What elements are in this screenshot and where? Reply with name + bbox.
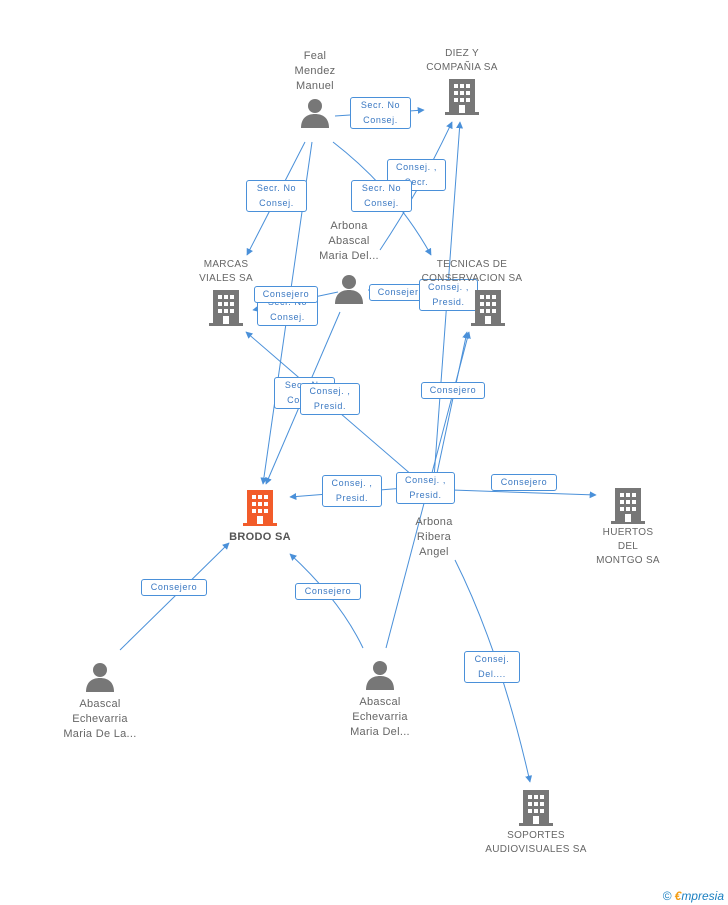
company-node-huertos[interactable]: HUERTOS DEL MONTGO SA xyxy=(580,488,676,568)
person-label: Abascal xyxy=(359,696,401,708)
person-label: Abascal xyxy=(328,235,370,247)
person-node-feal[interactable]: Feal Mendez Manuel xyxy=(272,49,358,128)
company-label: DEL xyxy=(617,541,639,552)
edge-ad-brodo xyxy=(289,553,364,649)
person-node-abascal-la[interactable]: Abascal Echevarria Maria De La... xyxy=(50,662,150,742)
company-label: MONTGO SA xyxy=(596,555,660,566)
person-label: Maria Del... xyxy=(319,250,379,262)
person-label: Feal xyxy=(303,50,327,62)
edge-label-ar-huertos[interactable]: Consejero xyxy=(491,474,557,491)
building-icon xyxy=(445,79,479,115)
company-label: COMPAÑIA SA xyxy=(426,62,498,73)
company-label: HUERTOS xyxy=(602,527,654,538)
person-icon xyxy=(86,663,114,692)
person-label: Mendez xyxy=(294,65,336,77)
edge-label-ad-tecnicas[interactable]: Consejero xyxy=(421,382,485,399)
person-label: Arbona xyxy=(330,220,368,232)
person-node-arbona-abascal[interactable]: Arbona Abascal Maria Del... xyxy=(304,219,394,304)
company-label: TECNICAS DE xyxy=(436,259,508,270)
edge-label-ar-brodo-2[interactable]: Consej. ,Presid. xyxy=(396,472,455,504)
person-label: Echevarria xyxy=(72,713,128,725)
company-node-brodo[interactable]: BRODO SA xyxy=(212,490,308,545)
edge-label-ar-marcas[interactable]: Consej. ,Presid. xyxy=(300,383,360,415)
person-label: Ribera xyxy=(416,531,452,543)
person-label: Angel xyxy=(419,546,449,558)
building-icon xyxy=(519,790,553,826)
building-icon xyxy=(611,488,645,524)
person-node-arbona-ribera[interactable]: Arbona Ribera Angel xyxy=(396,478,472,560)
edge-label-ad-brodo[interactable]: Consejero xyxy=(295,583,361,600)
person-node-abascal-del[interactable]: Abascal Echevarria Maria Del... xyxy=(330,660,430,740)
company-label: VIALES SA xyxy=(199,273,253,284)
building-icon xyxy=(243,490,277,526)
company-label: DIEZ Y xyxy=(445,48,479,59)
building-icon xyxy=(471,290,505,326)
brand-name: mpresia xyxy=(681,889,724,903)
company-label: SOPORTES xyxy=(507,830,565,841)
company-node-soportes[interactable]: SOPORTES AUDIOVISUALES SA xyxy=(470,790,602,857)
person-label: Manuel xyxy=(296,80,334,92)
person-icon xyxy=(366,661,394,690)
brand-logo: ©€mpresia xyxy=(663,889,724,903)
person-label: Arbona xyxy=(415,516,453,528)
edge-label-ar-soportes[interactable]: Consej.Del.... xyxy=(464,651,520,683)
person-icon xyxy=(301,99,329,128)
company-node-diez[interactable]: DIEZ Y COMPAÑIA SA xyxy=(412,47,512,115)
edge-label-aa-marcas[interactable]: Consejero xyxy=(254,286,318,303)
company-node-marcas[interactable]: MARCAS VIALES SA xyxy=(176,258,276,326)
company-label-main: BRODO SA xyxy=(229,531,291,543)
edge-label-ar-tecnicas[interactable]: Consej. ,Presid. xyxy=(419,279,478,311)
edge-ar-huertos xyxy=(451,489,597,499)
person-label: Maria Del... xyxy=(350,726,410,738)
company-label: CONSERVACION SA xyxy=(421,273,523,284)
company-label: AUDIOVISUALES SA xyxy=(485,844,587,855)
edge-label-ar-brodo[interactable]: Consej. ,Presid. xyxy=(322,475,382,507)
edge-label-al-brodo[interactable]: Consejero xyxy=(141,579,207,596)
building-icon xyxy=(209,290,243,326)
company-label: MARCAS xyxy=(203,259,249,270)
copyright-icon: © xyxy=(662,889,672,903)
company-node-tecnicas[interactable]: TECNICAS DE CONSERVACION SA xyxy=(414,258,530,326)
person-label: Maria De La... xyxy=(63,728,137,740)
person-icon xyxy=(335,275,363,304)
brand-e: € xyxy=(674,889,682,903)
person-label: Echevarria xyxy=(352,711,408,723)
edge-ar-tecnicas xyxy=(435,331,470,479)
person-label: Abascal xyxy=(79,698,121,710)
edge-al-brodo xyxy=(119,542,230,651)
